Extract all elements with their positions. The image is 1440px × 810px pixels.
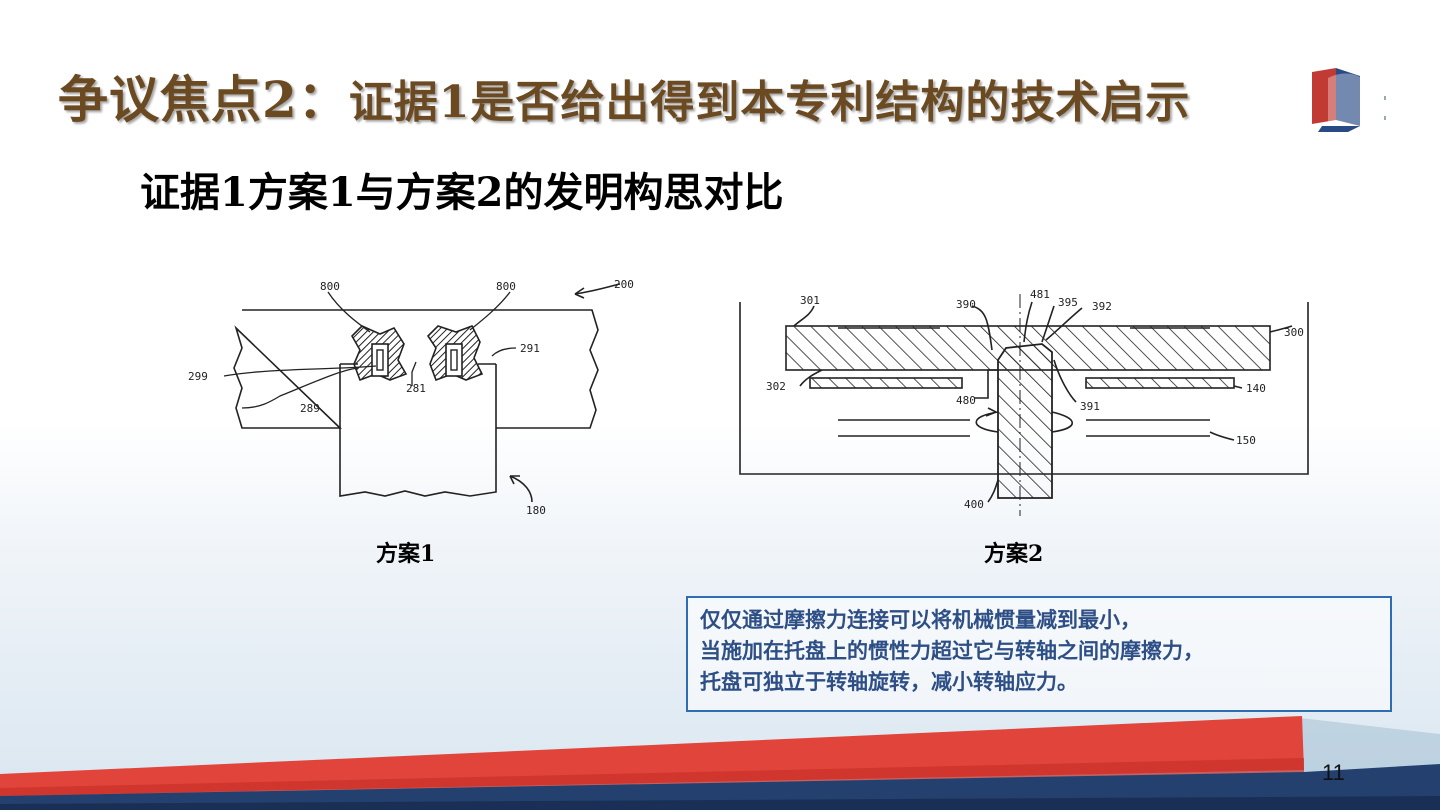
label-300: 300 (1284, 326, 1304, 339)
seal-left (351, 325, 408, 382)
label-180: 180 (526, 504, 546, 517)
page-number: 11 (1322, 760, 1345, 785)
label-289: 289 (300, 402, 320, 415)
title-main: 争议焦点2： (58, 70, 349, 129)
note-line-3: 托盘可独立于转轴旋转，减小转轴应力。 (700, 669, 1078, 694)
title-rest: 证据1是否给出得到本专利结构的技术启示 (348, 77, 1191, 128)
label-800-left: 800 (320, 280, 340, 293)
label-400: 400 (964, 498, 984, 511)
label-391: 391 (1080, 400, 1100, 413)
label-390: 390 (956, 298, 976, 311)
seal-right (426, 324, 484, 382)
figure-scheme-1: 800 800 200 291 299 289 281 180 (188, 278, 634, 517)
footer-bands (0, 716, 1440, 810)
label-200: 200 (614, 278, 634, 291)
note-line-2: 当施加在托盘上的惯性力超过它与转轴之间的摩擦力， (700, 638, 1204, 663)
figure-scheme-2: 301 390 481 395 392 300 302 480 391 140 … (739, 288, 1309, 516)
label-392: 392 (1092, 300, 1112, 313)
company-logo (1312, 68, 1386, 132)
label-301: 301 (800, 294, 820, 307)
label-302: 302 (766, 380, 786, 393)
caption-scheme-1: 方案1 (376, 541, 436, 567)
label-800-right: 800 (496, 280, 516, 293)
label-150: 150 (1236, 434, 1256, 447)
label-395: 395 (1058, 296, 1078, 309)
label-480: 480 (956, 394, 976, 407)
label-481: 481 (1030, 288, 1050, 301)
note-box: 仅仅通过摩擦力连接可以将机械惯量减到最小， 当施加在托盘上的惯性力超过它与转轴之… (686, 596, 1392, 712)
caption-scheme-2: 方案2 (984, 541, 1044, 567)
label-281: 281 (406, 382, 426, 395)
label-299: 299 (188, 370, 208, 383)
slide-title: 争议焦点2：证据1是否给出得到本专利结构的技术启示 (58, 60, 1190, 132)
subtitle: 证据1方案1与方案2的发明构思对比 (140, 169, 784, 216)
label-291: 291 (520, 342, 540, 355)
label-140: 140 (1246, 382, 1266, 395)
note-line-1: 仅仅通过摩擦力连接可以将机械惯量减到最小， (700, 607, 1141, 632)
